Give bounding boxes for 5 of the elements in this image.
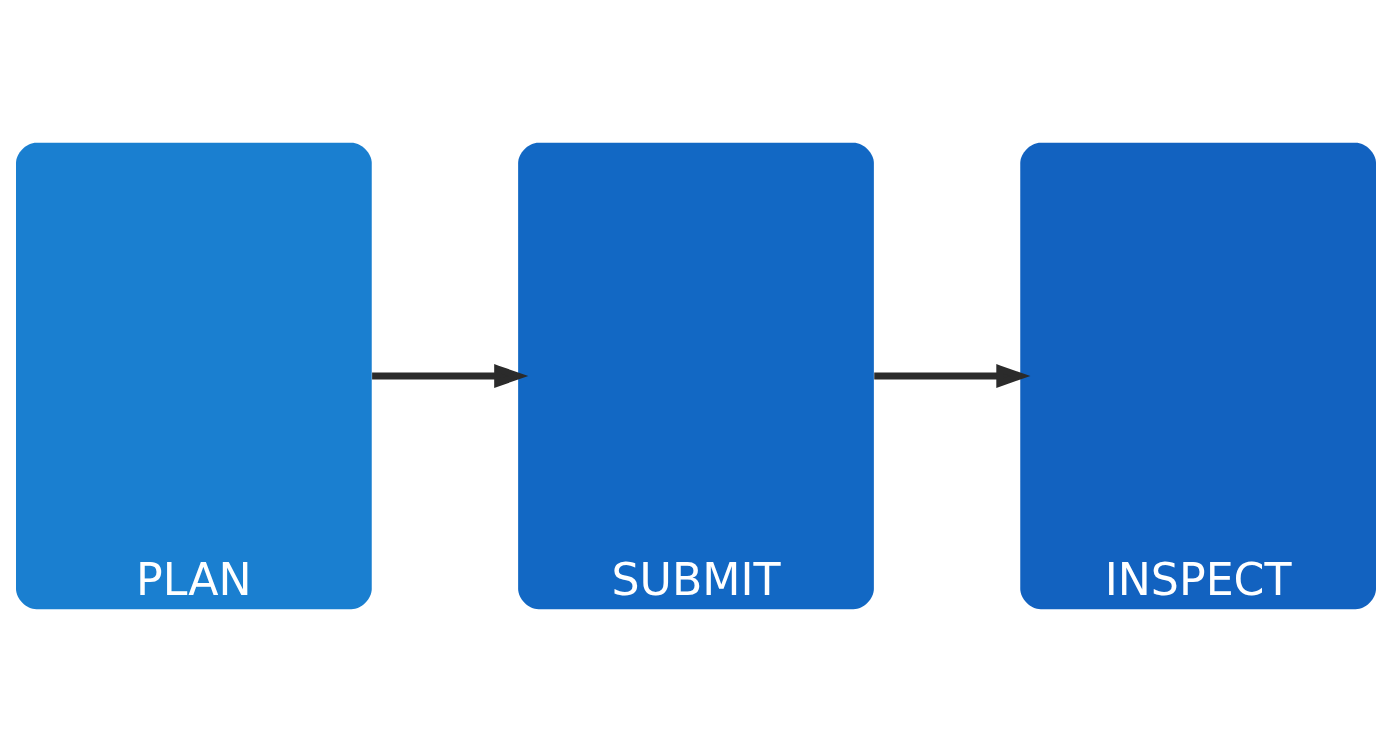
node-box: INSPECT (1020, 142, 1376, 610)
arrow (372, 364, 529, 388)
node-box: PLAN (16, 142, 372, 610)
node-box: SUBMIT (518, 142, 874, 610)
arrow (874, 364, 1031, 388)
